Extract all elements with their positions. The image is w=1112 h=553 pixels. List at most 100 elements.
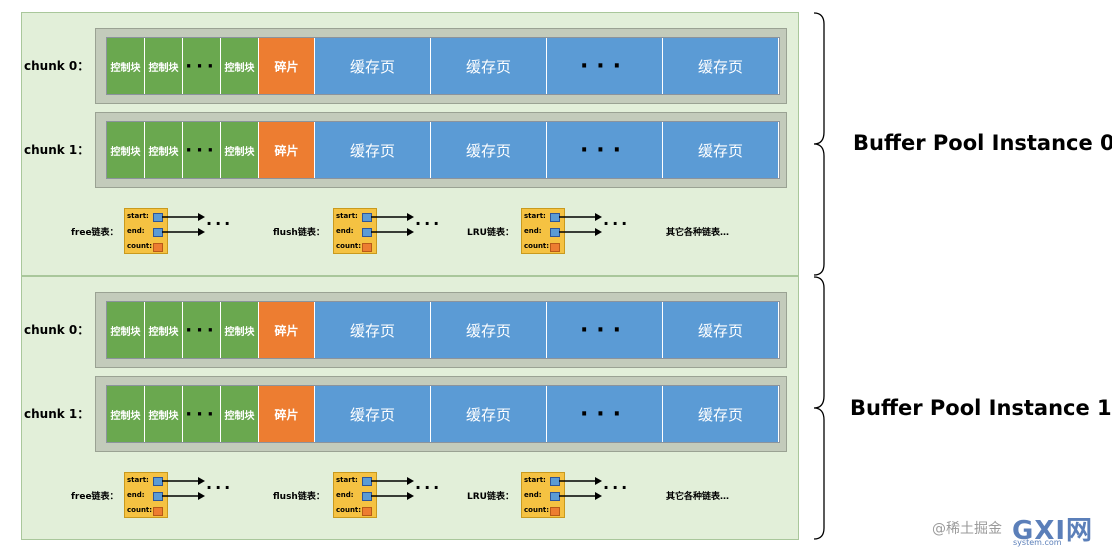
pointer-arrows [371,213,414,236]
watermark-text: @稀土掘金 [932,521,1002,537]
ellipsis-cell: ··· [183,386,221,442]
cache-page-cell: 缓存页 [431,302,547,358]
flush-list-node: start: end: count: [333,472,377,518]
count-box [362,507,372,516]
ellipsis: ··· [603,478,631,497]
control-block-cell: 控制块 [107,302,145,358]
lru-list-node: start: end: count: [521,472,565,518]
cache-page-cell: 缓存页 [663,302,779,358]
fragment-cell: 碎片 [259,122,315,178]
ellipsis: ··· [206,214,234,233]
site-logo: GXI网 [1012,516,1094,546]
other-lists-label: 其它各种链表… [666,492,730,502]
brace-instance-1 [813,276,825,540]
ellipsis: ··· [415,478,443,497]
node-field-label: start: [127,476,149,484]
cache-page-cell: 缓存页 [315,386,431,442]
count-box [550,507,560,516]
pointer-arrows [371,477,414,500]
ellipsis: ··· [415,214,443,233]
count-box [153,243,163,252]
control-block-cell: 控制块 [145,38,183,94]
node-field-label: count: [127,242,153,250]
control-block-cell: 控制块 [107,386,145,442]
pointer-arrows [559,477,602,500]
count-box [550,243,560,252]
site-logo-sub: system.com [1013,538,1062,547]
ellipsis-cell: ··· [547,38,663,94]
other-lists-label: 其它各种链表… [666,228,730,238]
node-field-label: end: [524,491,542,499]
lru-list-node: start: end: count: [521,208,565,254]
node-field-label: end: [127,491,145,499]
chunk-label: chunk 0： [24,59,90,73]
control-block-cell: 控制块 [107,122,145,178]
control-block-cell: 控制块 [221,122,259,178]
lru-list-label: LRU链表： [467,492,514,502]
free-list-label: free链表： [71,228,119,238]
ellipsis-cell: ··· [547,302,663,358]
instance-1-label: Buffer Pool Instance 1 [850,396,1112,420]
free-list-node: start: end: count: [124,472,168,518]
control-block-cell: 控制块 [145,302,183,358]
cache-page-cell: 缓存页 [431,122,547,178]
pointer-arrows [162,213,205,236]
node-field-label: start: [336,476,358,484]
control-block-cell: 控制块 [145,122,183,178]
lru-list-label: LRU链表： [467,228,514,238]
node-field-label: count: [524,506,550,514]
cache-page-cell: 缓存页 [663,386,779,442]
cache-page-cell: 缓存页 [663,38,779,94]
node-field-label: count: [336,242,362,250]
control-block-cell: 控制块 [145,386,183,442]
node-field-label: start: [524,476,546,484]
fragment-cell: 碎片 [259,38,315,94]
fragment-cell: 碎片 [259,386,315,442]
chunk-label: chunk 1： [24,143,90,157]
node-field-label: start: [336,212,358,220]
cache-page-cell: 缓存页 [315,122,431,178]
brace-instance-0 [813,12,825,276]
ellipsis: ··· [603,214,631,233]
flush-list-label: flush链表： [273,492,325,502]
chunk-label: chunk 1： [24,407,90,421]
ellipsis-cell: ··· [183,122,221,178]
free-list-label: free链表： [71,492,119,502]
ellipsis-cell: ··· [183,302,221,358]
chunk-body: 控制块控制块···控制块碎片缓存页缓存页···缓存页 [106,37,780,95]
node-field-label: count: [127,506,153,514]
chunk-body: 控制块控制块···控制块碎片缓存页缓存页···缓存页 [106,385,780,443]
fragment-cell: 碎片 [259,302,315,358]
pointer-arrows [559,213,602,236]
flush-list-label: flush链表： [273,228,325,238]
node-field-label: start: [127,212,149,220]
control-block-cell: 控制块 [221,386,259,442]
node-field-label: end: [336,491,354,499]
flush-list-node: start: end: count: [333,208,377,254]
ellipsis-cell: ··· [547,122,663,178]
node-field-label: end: [336,227,354,235]
chunk-body: 控制块控制块···控制块碎片缓存页缓存页···缓存页 [106,121,780,179]
cache-page-cell: 缓存页 [315,38,431,94]
instance-0-label: Buffer Pool Instance 0 [853,131,1112,155]
ellipsis-cell: ··· [183,38,221,94]
node-field-label: end: [127,227,145,235]
node-field-label: count: [336,506,362,514]
cache-page-cell: 缓存页 [431,38,547,94]
node-field-label: count: [524,242,550,250]
count-box [153,507,163,516]
ellipsis-cell: ··· [547,386,663,442]
control-block-cell: 控制块 [107,38,145,94]
pointer-arrows [162,477,205,500]
cache-page-cell: 缓存页 [315,302,431,358]
control-block-cell: 控制块 [221,38,259,94]
cache-page-cell: 缓存页 [663,122,779,178]
count-box [362,243,372,252]
cache-page-cell: 缓存页 [431,386,547,442]
chunk-label: chunk 0： [24,323,90,337]
control-block-cell: 控制块 [221,302,259,358]
node-field-label: end: [524,227,542,235]
chunk-body: 控制块控制块···控制块碎片缓存页缓存页···缓存页 [106,301,780,359]
ellipsis: ··· [206,478,234,497]
node-field-label: start: [524,212,546,220]
